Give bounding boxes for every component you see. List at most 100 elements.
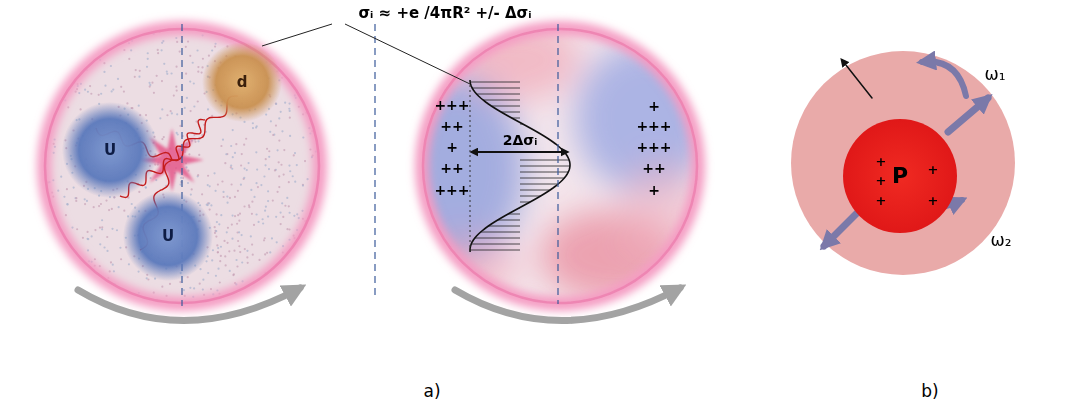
hatch-line	[501, 112, 520, 113]
art-shape	[135, 69, 137, 71]
art-shape	[237, 214, 239, 216]
spin-arrow	[824, 212, 858, 246]
art-shape	[79, 108, 81, 110]
art-shape	[317, 37, 319, 39]
art-shape	[47, 38, 49, 40]
art-shape	[65, 54, 67, 56]
charge-sign: +++	[434, 183, 469, 198]
art-shape	[257, 34, 259, 36]
art-shape	[199, 268, 201, 270]
art-shape	[272, 199, 274, 201]
art-shape	[210, 204, 212, 206]
art-shape	[304, 160, 306, 162]
art-shape	[56, 267, 58, 269]
art-shape	[84, 198, 86, 200]
art-shape	[288, 102, 290, 104]
node-label: U	[162, 228, 174, 245]
art-shape	[184, 107, 186, 109]
label-holder: ++	[642, 158, 665, 177]
rotation-axis	[557, 24, 558, 304]
art-shape	[71, 226, 73, 228]
art-shape	[189, 287, 191, 289]
art-shape	[170, 72, 172, 74]
art-shape	[110, 261, 112, 263]
art-shape	[207, 272, 209, 274]
art-shape	[69, 301, 71, 303]
node-text-group: U	[162, 228, 174, 245]
art-shape	[241, 261, 243, 263]
art-shape	[234, 215, 236, 217]
art-shape	[279, 44, 281, 46]
art-shape	[173, 94, 175, 96]
art-shape	[176, 113, 178, 115]
art-shape	[93, 284, 95, 286]
art-shape	[183, 289, 185, 291]
art-shape	[232, 274, 234, 276]
art-shape	[302, 136, 304, 138]
art-shape	[276, 241, 278, 243]
art-shape	[94, 229, 96, 231]
art-shape	[215, 235, 217, 237]
art-shape	[128, 58, 130, 60]
art-shape	[280, 223, 282, 225]
art-shape	[313, 51, 315, 53]
art-shape	[280, 111, 282, 113]
charge-sign: +	[648, 99, 660, 114]
art-shape	[289, 110, 291, 112]
art-shape	[147, 52, 149, 54]
art-shape	[162, 40, 164, 42]
panel-label: a)	[423, 382, 440, 401]
art-shape	[202, 288, 204, 290]
art-shape	[314, 251, 316, 253]
art-shape	[237, 240, 239, 242]
art-shape	[278, 139, 280, 141]
down-quark: d	[202, 42, 282, 122]
art-shape	[112, 88, 114, 90]
art-shape	[145, 114, 147, 116]
art-shape	[301, 251, 303, 253]
hatch-line	[481, 232, 520, 233]
art-shape	[293, 215, 295, 217]
art-shape	[294, 152, 296, 154]
art-shape	[226, 231, 228, 233]
art-shape	[176, 89, 178, 91]
art-shape	[159, 117, 161, 119]
art-shape	[215, 190, 217, 192]
art-shape	[222, 139, 224, 141]
art-shape	[317, 57, 319, 59]
art-shape	[54, 259, 56, 261]
art-shape	[45, 88, 47, 90]
art-shape	[193, 287, 195, 289]
art-shape	[198, 154, 200, 156]
art-shape	[101, 228, 103, 230]
art-shape	[224, 255, 226, 257]
art-shape	[285, 58, 287, 60]
art-shape	[317, 48, 319, 50]
art-shape	[98, 205, 100, 207]
art-shape	[130, 49, 132, 51]
art-shape	[205, 260, 207, 262]
art-shape	[43, 281, 45, 283]
art-shape	[295, 263, 297, 265]
art-shape	[268, 41, 270, 43]
art-shape	[45, 38, 47, 40]
art-shape	[72, 280, 74, 282]
art-shape	[233, 28, 235, 30]
art-shape	[201, 193, 203, 195]
art-shape	[275, 216, 277, 218]
art-shape	[246, 250, 248, 252]
art-shape	[216, 221, 218, 223]
art-shape	[44, 28, 320, 304]
art-shape	[70, 286, 72, 288]
art-shape	[300, 303, 302, 305]
art-shape	[128, 263, 130, 265]
art-shape	[54, 146, 56, 148]
art-shape	[234, 152, 236, 154]
panel-label: b)	[921, 382, 938, 401]
art-shape	[57, 190, 59, 192]
art-shape	[188, 153, 190, 155]
art-shape	[118, 206, 120, 208]
art-shape	[287, 273, 289, 275]
art-shape	[308, 273, 310, 275]
art-shape	[263, 175, 265, 177]
